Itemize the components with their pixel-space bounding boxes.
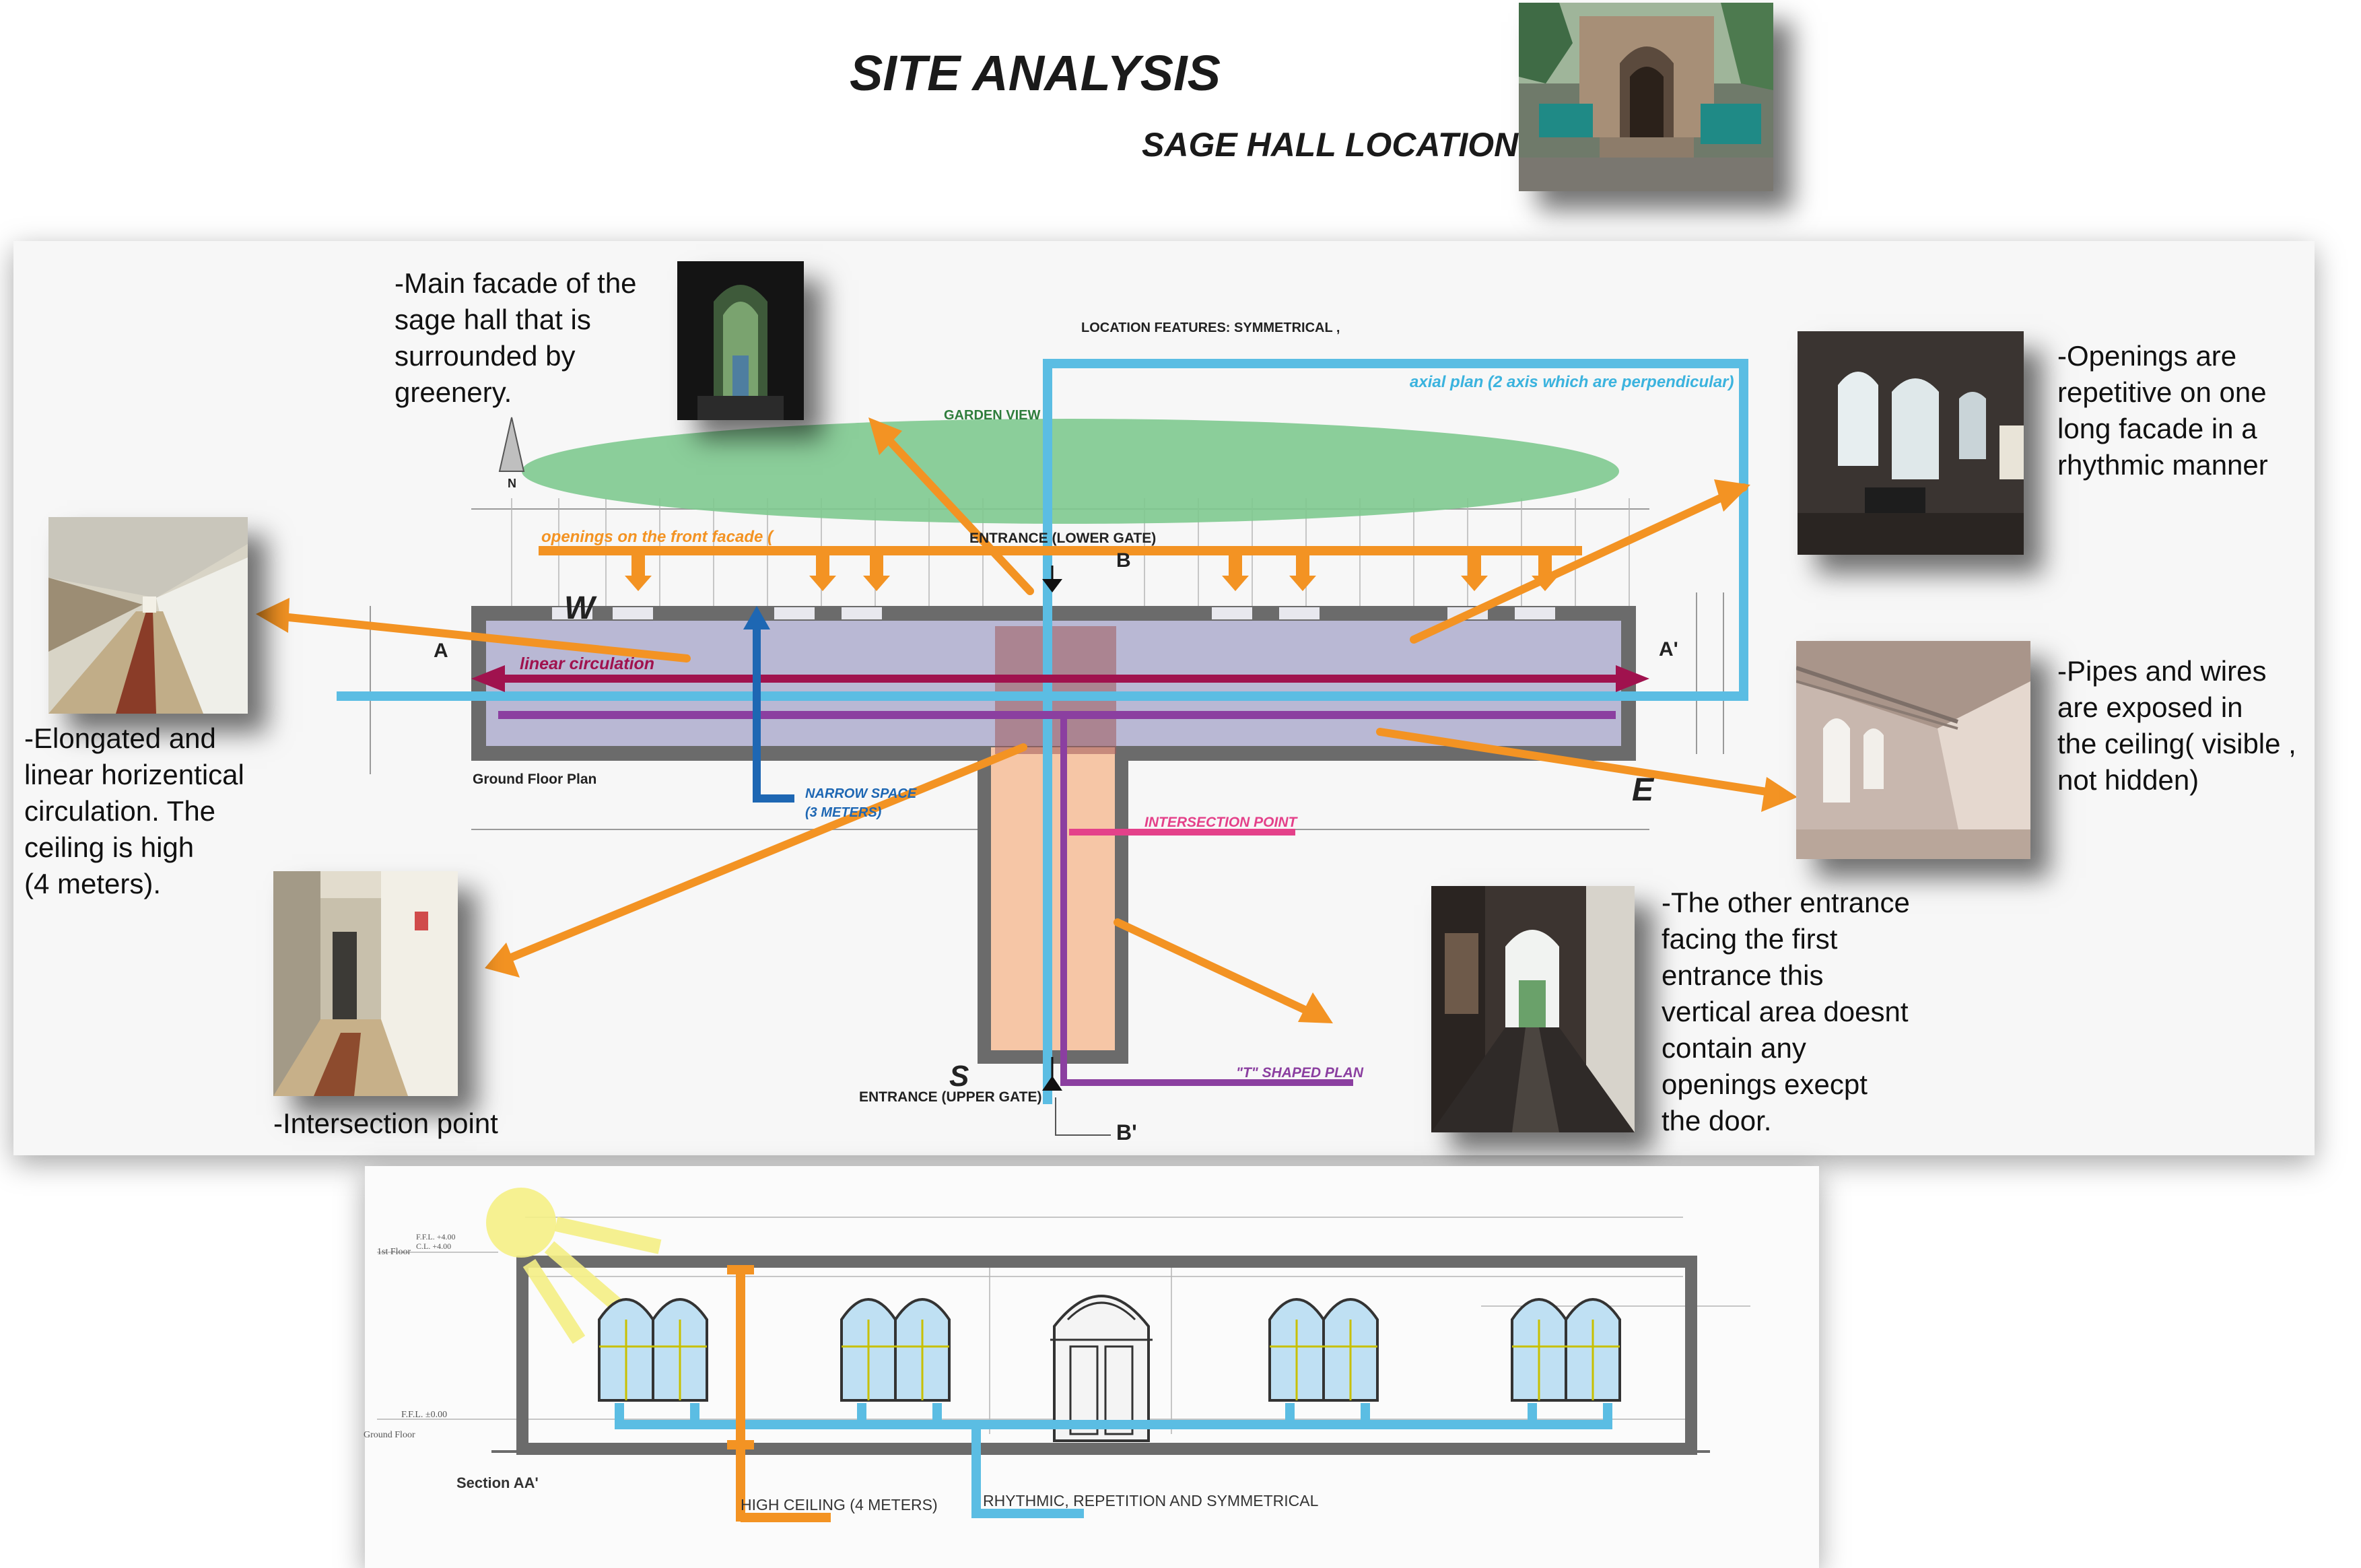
narrow-space-label: NARROW SPACE — [805, 786, 917, 801]
east-label: E — [1632, 772, 1654, 808]
rhythmic-label: RHYTHMIC, REPETITION AND SYMMETRICAL — [983, 1492, 1319, 1509]
ground-floor-label: Ground Floor — [364, 1430, 415, 1440]
ffl-top-label: F.F.L. +4.00 — [416, 1232, 456, 1241]
corridor-photo — [48, 517, 248, 714]
ground-floor-plan-label: Ground Floor Plan — [473, 772, 597, 787]
west-label: W — [564, 590, 595, 626]
page-subtitle: SAGE HALL LOCATION — [1142, 126, 1519, 164]
entrance-photo — [1519, 3, 1773, 191]
intersection-point-label: INTERSECTION POINT — [1144, 815, 1297, 830]
garden-ellipse — [522, 419, 1619, 524]
linear-circulation-label: linear circulation — [520, 654, 655, 673]
section-title: Section AA' — [456, 1474, 539, 1491]
first-floor-label: 1st Floor — [377, 1247, 411, 1257]
intersection-photo — [273, 871, 458, 1096]
entrance-upper-label: ENTRANCE (UPPER GATE) — [859, 1089, 1042, 1105]
central-door — [1050, 1295, 1153, 1442]
sun-icon — [486, 1188, 556, 1258]
narrow-space-width-label: (3 METERS) — [805, 805, 882, 820]
garden-view-label: GARDEN VIEW — [944, 408, 1041, 423]
high-ceiling-label: HIGH CEILING (4 METERS) — [741, 1496, 938, 1513]
north-arrow-icon — [498, 417, 525, 472]
section-b-label: B — [1116, 549, 1131, 572]
note-openings: -Openings are repetitive on one long fac… — [2057, 340, 2268, 481]
other-entrance-photo — [1431, 886, 1635, 1132]
cl-top-label: C.L. +4.00 — [416, 1241, 452, 1251]
note-other-entrance: -The other entrance facing the first ent… — [1662, 887, 1910, 1136]
axis-line — [337, 359, 1748, 1104]
facade-photo — [677, 261, 804, 420]
section-a-label: A — [434, 640, 448, 662]
note-main-facade: -Main facade of the sage hall that is su… — [395, 267, 637, 408]
section-b-prime-label: B' — [1116, 1120, 1137, 1145]
location-features-label: LOCATION FEATURES: SYMMETRICAL , — [1081, 320, 1340, 335]
windows-photo — [1798, 331, 2024, 555]
ceiling-pipes-photo — [1796, 641, 2030, 859]
window-group — [598, 1298, 1621, 1402]
note-intersection: -Intersection point — [273, 1107, 498, 1139]
axial-plan-label: axial plan (2 axis which are perpendicul… — [1410, 373, 1734, 391]
north-label: N — [508, 477, 516, 490]
page-title: SITE ANALYSIS — [850, 45, 1221, 101]
note-pipes: -Pipes and wires are exposed in the ceil… — [2057, 655, 2296, 796]
entrance-lower-label: ENTRANCE (LOWER GATE) — [969, 531, 1157, 546]
note-elongated: -Elongated and linear horizentical circu… — [24, 722, 244, 899]
section-a-prime-label: A' — [1659, 638, 1678, 660]
openings-front-label: openings on the front facade ( — [541, 528, 774, 546]
south-label: S — [949, 1060, 969, 1093]
t-shaped-plan-label: "T" SHAPED PLAN — [1236, 1065, 1364, 1081]
ffl-ground-label: F.F.L. ±0.00 — [401, 1410, 448, 1420]
